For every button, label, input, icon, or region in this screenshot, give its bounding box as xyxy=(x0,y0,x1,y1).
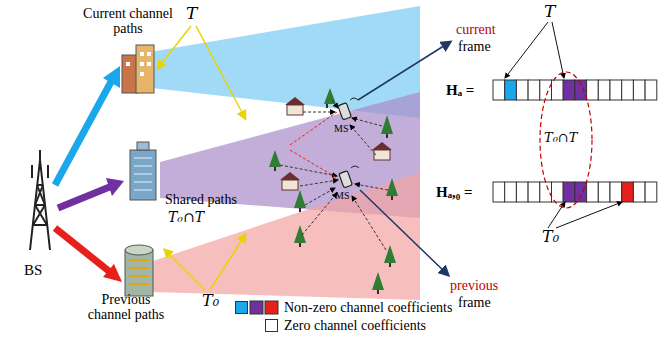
matrix-cell xyxy=(528,80,540,100)
matrix-cell xyxy=(633,80,645,100)
matrix-cell xyxy=(622,80,634,100)
legend-swatch xyxy=(235,301,248,314)
matrix-cell xyxy=(528,182,540,202)
matrix-cell xyxy=(610,182,622,202)
matrix-cell xyxy=(552,80,564,100)
frame-label: current xyxy=(456,22,496,37)
matrix-cell xyxy=(575,182,587,202)
legend-text: Non-zero channel coefficients xyxy=(284,300,452,315)
matrix-cell xyxy=(552,182,564,202)
ms-label: MS xyxy=(334,123,348,134)
matrix-cell xyxy=(540,80,552,100)
matrix-cell xyxy=(622,182,634,202)
matrix-cell xyxy=(505,182,517,202)
matrix-cell xyxy=(633,182,645,202)
matrix-cell xyxy=(493,80,505,100)
path-label: Current channel paths xyxy=(82,6,174,37)
matrix-cell xyxy=(645,182,657,202)
set-symbol: T xyxy=(186,4,197,23)
frame-label: frame xyxy=(458,295,491,310)
matrix-cell xyxy=(516,182,528,202)
matrix-cell xyxy=(493,182,505,202)
matrix-cell xyxy=(610,80,622,100)
path-label: Shared paths xyxy=(165,192,237,207)
set-symbol: T xyxy=(544,2,555,21)
set-symbol: T₀ xyxy=(202,292,219,310)
matrix-cell xyxy=(645,80,657,100)
matrix-cell xyxy=(505,80,517,100)
matrix-cell xyxy=(587,182,599,202)
matrix-name: Hₐ,₀ = xyxy=(436,184,473,201)
matrix-cell xyxy=(540,182,552,202)
matrix-cell xyxy=(587,80,599,100)
matrix-cell xyxy=(516,80,528,100)
matrix-name: Hₐ = xyxy=(446,82,474,99)
matrix-cell xyxy=(563,182,575,202)
set-symbol: T₀ xyxy=(542,228,559,246)
path-label: Previous channel paths xyxy=(80,292,172,323)
bs-label: BS xyxy=(24,262,42,279)
frame-label: previous xyxy=(450,278,498,293)
matrix-cell xyxy=(598,80,610,100)
frame-label: frame xyxy=(458,39,491,54)
legend-text: Zero channel coefficients xyxy=(284,318,426,333)
matrix-cell xyxy=(563,80,575,100)
legend-swatch xyxy=(265,319,278,332)
set-symbol: T₀∩T xyxy=(168,210,204,225)
set-symbol: T₀∩T xyxy=(544,131,577,145)
ms-label: MS xyxy=(335,190,349,201)
matrix-cell xyxy=(598,182,610,202)
